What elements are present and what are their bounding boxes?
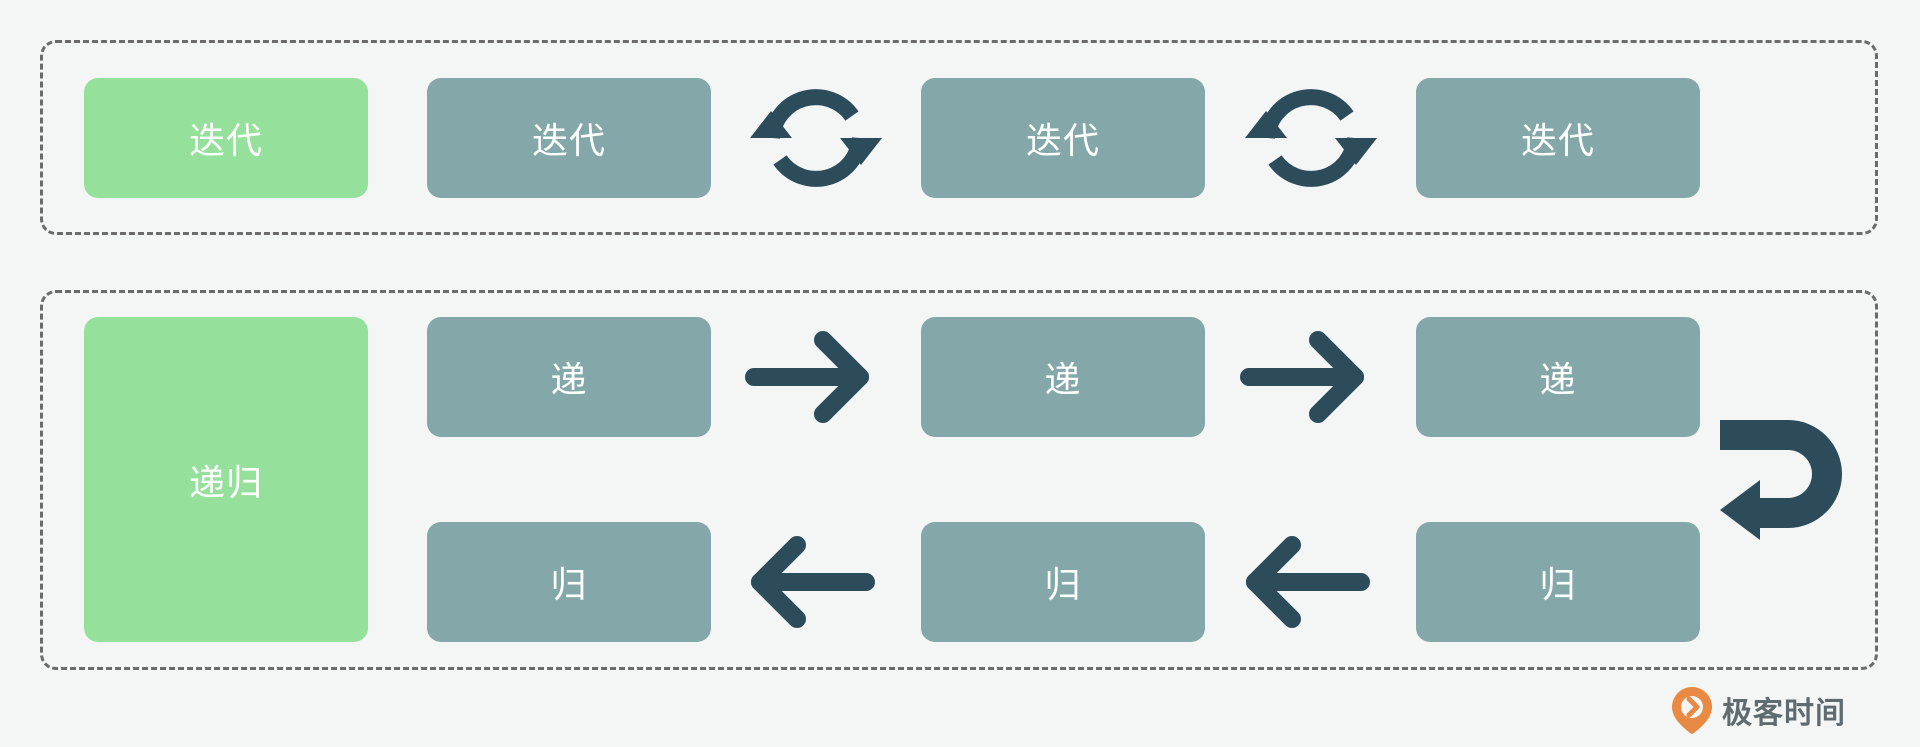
descend-step-3: 递	[1416, 317, 1700, 437]
iteration-step-2: 迭代	[921, 78, 1205, 198]
return-step-1: 归	[427, 522, 711, 642]
return-step-3: 归	[1416, 522, 1700, 642]
refresh-cycle-icon	[1245, 89, 1377, 187]
u-turn-icon	[1720, 420, 1842, 540]
arrow-left-icon	[751, 536, 875, 628]
recursion-label-box: 递归	[84, 317, 368, 642]
iteration-label-box: 迭代	[84, 78, 368, 198]
watermark: 极客时间	[1670, 685, 1846, 735]
iteration-step-3: 迭代	[1416, 78, 1700, 198]
arrow-left-icon	[1246, 536, 1370, 628]
arrow-right-icon	[745, 331, 869, 423]
descend-step-2: 递	[921, 317, 1205, 437]
arrow-right-icon	[1240, 331, 1364, 423]
iteration-panel	[40, 40, 1878, 235]
iteration-step-1: 迭代	[427, 78, 711, 198]
geektime-logo-icon	[1672, 687, 1712, 734]
recursion-panel	[40, 290, 1878, 670]
return-step-2: 归	[921, 522, 1205, 642]
refresh-cycle-icon	[750, 89, 882, 187]
descend-step-1: 递	[427, 317, 711, 437]
watermark-text: 极客时间	[1722, 696, 1846, 731]
